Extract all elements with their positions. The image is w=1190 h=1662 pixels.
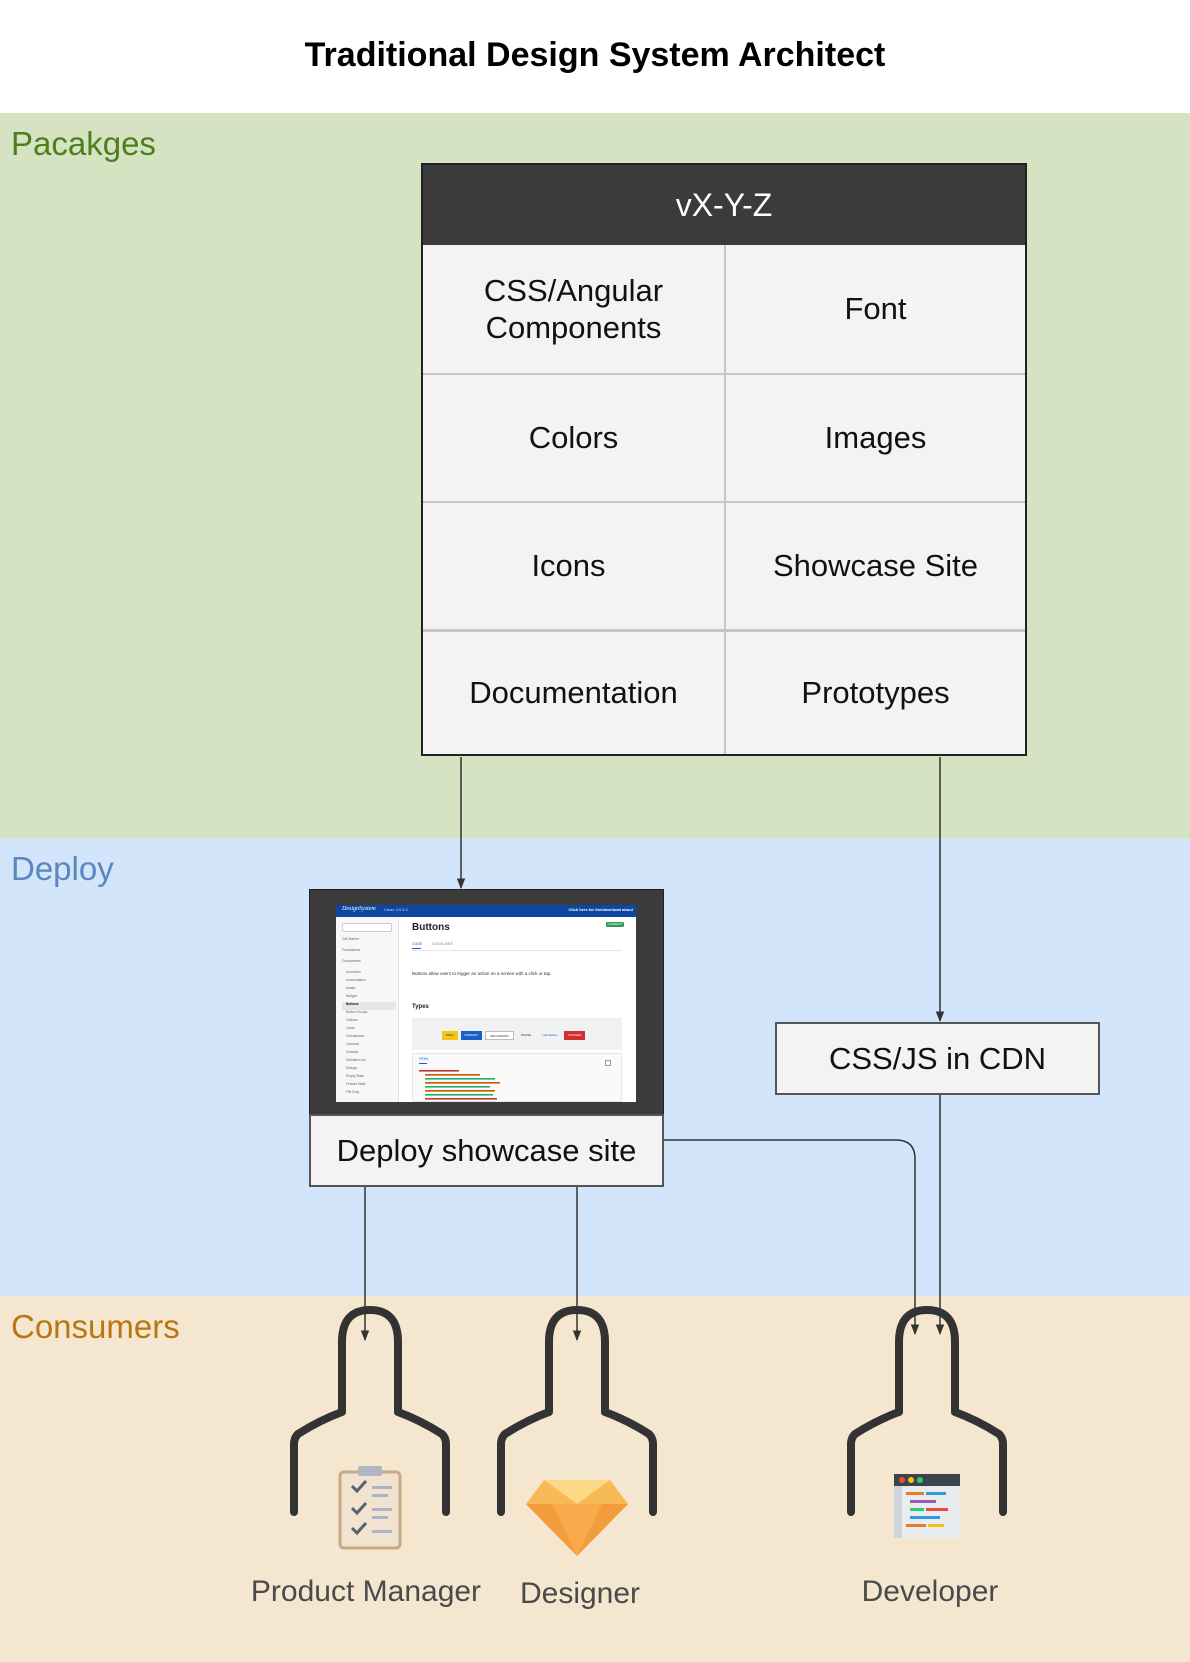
table-divider	[423, 501, 1025, 503]
screenshot-code-panel: HTML	[412, 1053, 622, 1102]
developer-persona	[847, 1306, 1007, 1516]
screenshot-section-heading: Types	[412, 1004, 429, 1010]
screenshot-tab-code: CODE	[412, 942, 423, 946]
screenshot-nav-item: Buttons	[342, 1002, 396, 1010]
screenshot-nav-item: Carousel	[346, 1042, 360, 1046]
table-divider	[423, 629, 1025, 632]
screenshot-code-tab-underline	[419, 1063, 427, 1064]
package-cell-icons: Icons	[531, 548, 606, 584]
screenshot-nav-item: Feature Walk	[346, 1082, 366, 1086]
screenshot-nav-item: Definition List	[346, 1058, 366, 1062]
package-cell-colors: Colors	[528, 420, 619, 456]
screenshot-sample-button: SECONDARY	[485, 1031, 515, 1040]
screenshot-code-lines	[419, 1070, 500, 1100]
designer-persona	[497, 1306, 657, 1516]
product-manager-persona	[290, 1306, 450, 1516]
screenshot-sample-button: DANGER	[564, 1031, 586, 1040]
screenshot-nav-item: Components	[342, 959, 361, 963]
package-cell-prototypes: Prototypes	[801, 675, 950, 711]
product-manager-label: Product Manager	[250, 1575, 482, 1608]
designer-label: Designer	[519, 1577, 641, 1610]
package-cell-showcase-site: Showcase Site	[772, 548, 979, 584]
consumers-lane-label: Consumers	[11, 1308, 180, 1345]
screenshot-nav-item: Empty State	[346, 1074, 364, 1078]
screenshot-sample-button: MAIN	[442, 1031, 458, 1040]
package-version-header: vX-Y-Z	[423, 165, 1025, 245]
person-outline-icon	[847, 1306, 1007, 1516]
copy-icon	[605, 1060, 611, 1066]
screenshot-nav-item: Avatar	[346, 986, 356, 990]
screenshot-nav-item: Get Started	[342, 937, 359, 941]
screenshot-tab-guidelines: GUIDELINES	[432, 942, 454, 946]
screenshot-banner-link: Click here for the/download about	[568, 907, 633, 912]
deploy-lane-label: Deploy	[11, 850, 114, 887]
deploy-showcase-site-node: Deploy showcase site	[309, 1114, 664, 1187]
screenshot-nav-item: Callouts	[346, 1018, 358, 1022]
developer-label: Developer	[861, 1575, 999, 1608]
person-outline-icon	[497, 1306, 657, 1516]
screenshot-divider	[412, 950, 622, 951]
screenshot-brand: DesignSystem	[342, 906, 376, 912]
screenshot-nav-item: Button Groups	[346, 1010, 368, 1014]
screenshot-screen: DesignSystem Clean 4.9.5.2 Click here fo…	[336, 905, 636, 1102]
screenshot-nav-item: File Drop	[346, 1090, 360, 1094]
screenshot-code-tab: HTML	[419, 1057, 429, 1061]
screenshot-version: Clean 4.9.5.2	[384, 907, 408, 912]
diamond-gem-icon	[526, 1480, 628, 1556]
screenshot-search-input	[342, 923, 392, 932]
package-cell-components: CSS/Angular Components	[483, 272, 664, 345]
screenshot-page-title: Buttons	[412, 922, 450, 933]
screenshot-nav-item: Accumulation	[346, 978, 366, 982]
person-outline-icon	[290, 1306, 450, 1516]
screenshot-sample-button: PRIMARY	[460, 1031, 483, 1040]
package-cell-documentation: Documentation	[469, 675, 678, 711]
screenshot-nav-item: Dialogs	[346, 1066, 357, 1070]
table-divider	[423, 373, 1025, 375]
screenshot-topbar: DesignSystem Clean 4.9.5.2 Click here fo…	[336, 905, 636, 917]
screenshot-status-badge: CURRENT	[606, 922, 624, 927]
screenshot-nav-item: Badges	[346, 994, 358, 998]
arrow-showcase-to-developer	[664, 1139, 920, 1336]
clipboard-checklist-icon	[338, 1466, 402, 1550]
screenshot-nav-item: Chartips	[346, 1050, 359, 1054]
screenshot-nav-item: Checkboxes	[346, 1034, 365, 1038]
screenshot-nav-item: Cards	[346, 1026, 355, 1030]
consumers-lane: Consumers	[0, 1296, 1190, 1662]
table-divider	[724, 245, 726, 754]
showcase-site-screenshot: DesignSystem Clean 4.9.5.2 Click here fo…	[309, 889, 664, 1115]
package-table: vX-Y-Z CSS/Angular Components Font Color…	[421, 163, 1027, 756]
package-cell-images: Images	[824, 420, 927, 456]
screenshot-nav-item: Accordion	[346, 970, 361, 974]
packages-lane-label: Pacakges	[11, 125, 156, 162]
css-js-cdn-node: CSS/JS in CDN	[775, 1022, 1100, 1095]
screenshot-description: Buttons allow users to trigger an action…	[412, 971, 552, 976]
screenshot-nav-item: Foundations	[342, 948, 361, 952]
diagram-title: Traditional Design System Architect	[304, 36, 886, 74]
screenshot-tab-underline	[412, 948, 421, 949]
package-cell-font: Font	[844, 291, 907, 327]
code-editor-icon	[894, 1474, 960, 1538]
screenshot-sample-button: Link Button	[542, 1032, 558, 1037]
screenshot-sample-button: PHASE	[521, 1032, 532, 1037]
